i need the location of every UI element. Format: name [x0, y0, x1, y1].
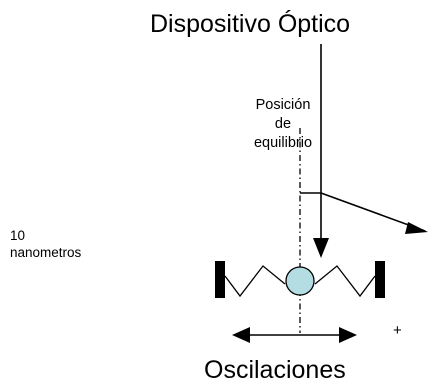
- optical-beam-arrowhead: [313, 238, 329, 258]
- amplitude-label-line1: 10: [10, 228, 26, 243]
- diagram-title: Dispositivo Óptico: [150, 10, 351, 38]
- oscillation-arrowhead-left: [232, 327, 250, 343]
- amplitude-label-line2: nanometros: [10, 245, 82, 260]
- amplitude-label: 10 nanometros: [10, 227, 81, 261]
- oscillating-mass: [285, 266, 315, 296]
- oscillation-arrowhead-right: [339, 327, 357, 343]
- reflected-ray-arrowhead: [405, 222, 428, 234]
- equilibrium-label-line3: equilibrio: [253, 135, 313, 151]
- right-wall: [375, 261, 385, 298]
- equilibrium-label-line2: de: [274, 116, 292, 132]
- oscillations-label: Oscilaciones: [204, 356, 346, 384]
- left-wall: [215, 261, 225, 298]
- equilibrium-label-line1: Posición: [255, 97, 311, 113]
- plus-sign: +: [393, 322, 402, 339]
- left-spring: [224, 265, 286, 298]
- right-spring: [314, 265, 376, 298]
- equilibrium-label: Posición de equilibrio: [238, 96, 328, 153]
